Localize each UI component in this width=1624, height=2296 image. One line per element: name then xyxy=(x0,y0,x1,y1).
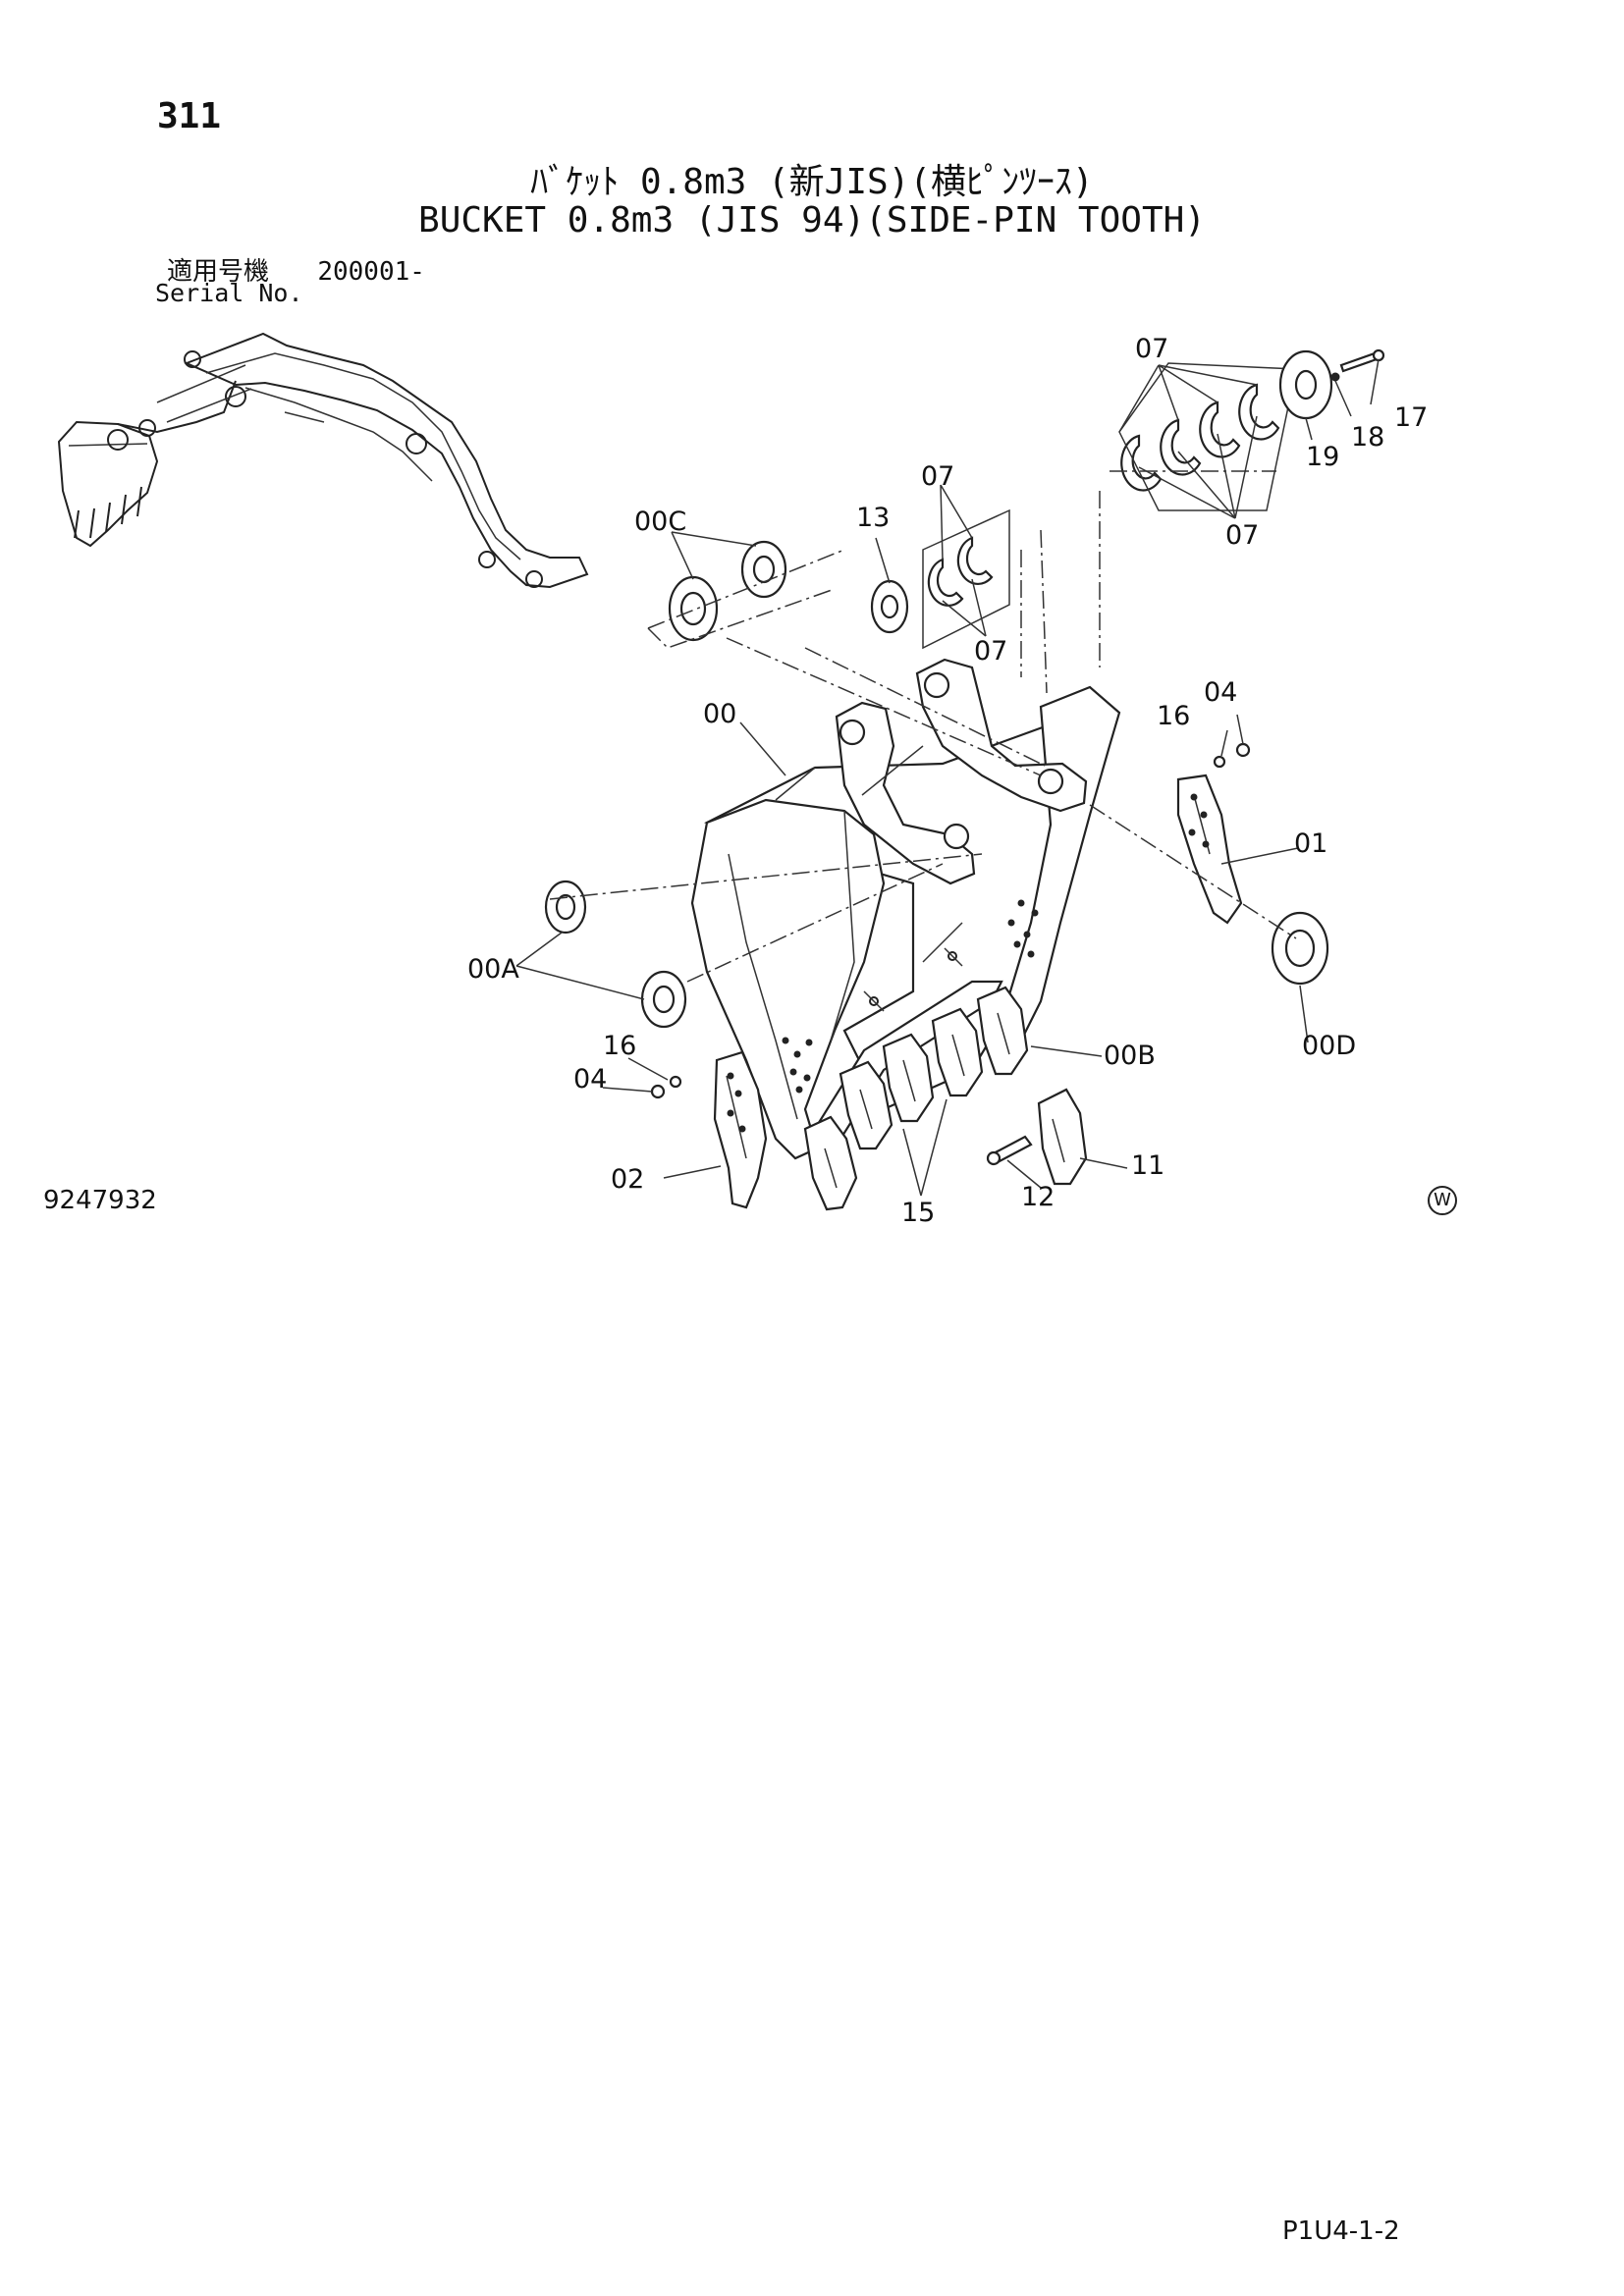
callout-00D: 00D xyxy=(1302,1031,1356,1061)
page-number: 311 xyxy=(157,96,222,136)
side-cutters xyxy=(713,774,1243,1209)
serial-label-jp-text: 適用号機 xyxy=(167,257,270,287)
spacer-rings-top xyxy=(1118,348,1385,511)
callout-01: 01 xyxy=(1294,828,1327,859)
callout-18: 18 xyxy=(1351,422,1384,453)
callout-02: 02 xyxy=(611,1164,644,1195)
serial-label-english: Serial No. xyxy=(155,279,303,307)
bucket-teeth xyxy=(803,947,1029,1211)
callout-07-mid-low: 07 xyxy=(974,636,1007,667)
callout-00C: 00C xyxy=(634,507,686,537)
callout-00A: 00A xyxy=(467,954,519,985)
callouts: 07 17 18 19 07 07 07 00C 13 00 16 04 01 … xyxy=(467,334,1428,1228)
spacer-rings-mid xyxy=(922,508,1010,650)
title-english: BUCKET 0.8m3 (JIS 94)(SIDE-PIN TOOTH) xyxy=(418,200,1206,240)
serial-value: 200001- xyxy=(317,257,425,287)
callout-04-left: 04 xyxy=(573,1064,607,1095)
drawing-number: 9247932 xyxy=(43,1186,157,1215)
callout-00: 00 xyxy=(703,699,736,729)
callout-07-mid: 07 xyxy=(921,461,954,492)
spare-tooth-and-pin xyxy=(986,1088,1088,1186)
callout-07-right: 07 xyxy=(1225,520,1259,551)
callout-00B: 00B xyxy=(1104,1041,1156,1071)
callout-19: 19 xyxy=(1306,442,1339,472)
callout-12: 12 xyxy=(1021,1182,1055,1212)
callout-07-top: 07 xyxy=(1135,334,1168,364)
bushings-seals xyxy=(544,540,1329,1029)
title-japanese: ﾊﾞｹｯﾄ 0.8m3 (新JIS)(横ﾋﾟﾝﾂｰｽ) xyxy=(530,162,1094,202)
callout-13: 13 xyxy=(856,503,890,533)
circled-w-mark: W xyxy=(1428,1186,1457,1215)
callout-11: 11 xyxy=(1131,1150,1164,1181)
callout-16-right: 16 xyxy=(1157,701,1190,731)
leader-lines xyxy=(515,358,1380,1197)
excavator-arm-inset xyxy=(57,332,589,589)
callout-16-left: 16 xyxy=(603,1031,636,1061)
center-lines xyxy=(549,470,1297,983)
callout-15: 15 xyxy=(901,1198,935,1228)
page-code: P1U4-1-2 xyxy=(1282,2216,1400,2246)
serial-label-japanese: 適用号機 200001- xyxy=(167,251,425,288)
callout-04-right: 04 xyxy=(1204,677,1237,708)
callout-17: 17 xyxy=(1394,402,1428,433)
